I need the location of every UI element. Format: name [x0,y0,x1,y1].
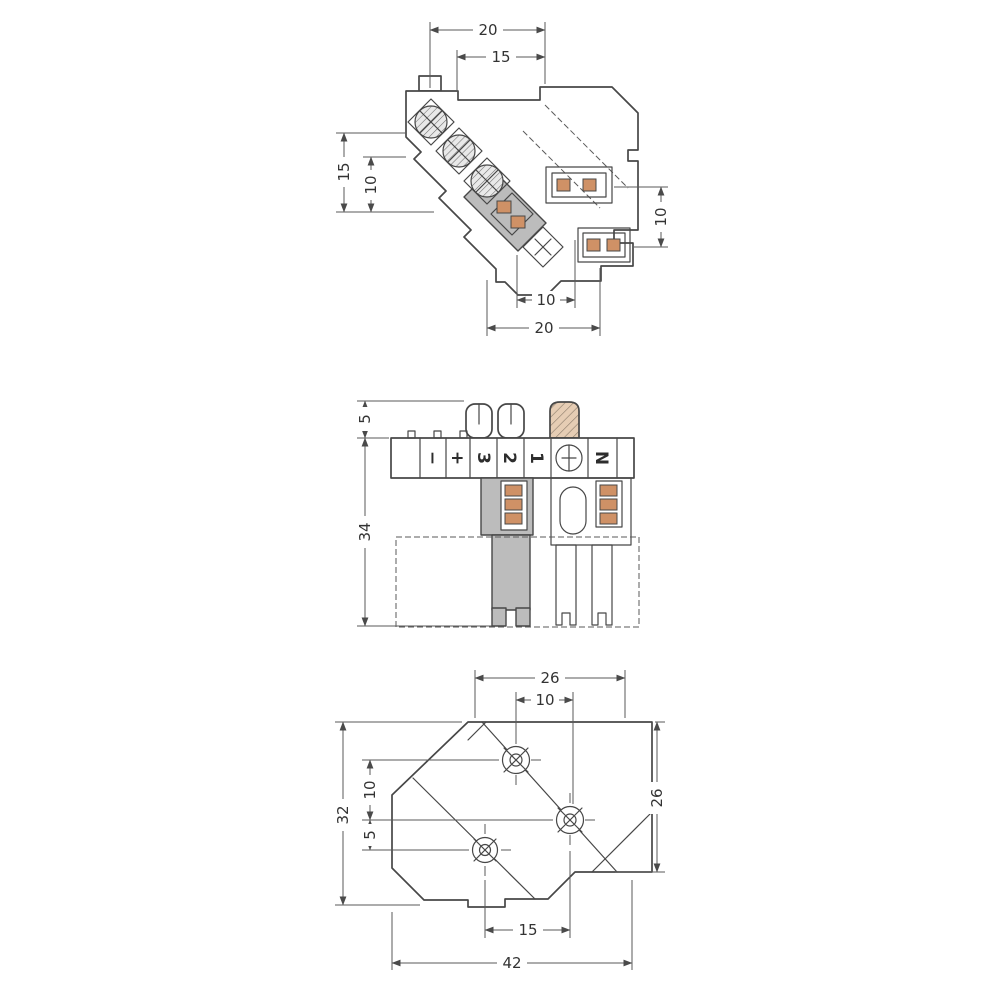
terminal-label-2: 2 [499,452,519,464]
dimension-label: 26 [540,669,559,687]
dim-5-left: 5 [361,819,464,851]
screw-head-icon [555,444,583,472]
clamp-lever [549,401,580,439]
dimension-label: 20 [534,319,553,337]
dim-20-bottom: 20 [486,268,601,337]
left-contact-leg [480,477,534,627]
dimension-label: 10 [361,780,379,799]
dim-10-right: 10 [614,186,670,248]
contact-point [504,498,523,511]
front-view-part: − + 3 2 1 N [390,401,640,628]
dim-10-top: 10 [515,691,574,804]
terminal-label-N: N [591,451,611,465]
contact-point [599,484,618,497]
strip-nub [407,430,416,439]
latch-clip-2 [497,403,525,439]
right-socket-block [550,477,632,626]
dimension-label: 15 [335,162,353,181]
dim-32-left: 32 [334,721,462,906]
contact-point [556,178,571,192]
contact-point [504,484,523,497]
dim-26-top: 26 [474,669,626,718]
clamp-housing [463,157,511,205]
dimension-label: 10 [536,291,555,309]
foot-prong [555,544,577,626]
screw-hole-b [543,793,597,847]
clamp-housing [435,127,483,175]
dim-42-bottom: 42 [391,880,633,972]
strip-nub [433,430,442,439]
screw-clamp-1 [407,98,455,146]
contact-point [586,238,601,252]
screw-clamp-2 [435,127,483,175]
dim-15-left: 15 [335,132,434,213]
top-view: 20 15 15 10 10 [335,21,670,337]
dim-34-left: 34 [356,437,497,627]
dim-15-top: 15 [456,48,546,92]
latch-clip-1 [465,403,493,439]
contact-point [599,498,618,511]
contact-point [504,512,523,525]
dim-26-right: 26 [615,721,666,873]
dimension-label: 32 [334,805,352,824]
top-view-part [405,75,639,296]
dimension-label: 10 [362,175,380,194]
contact-point [599,512,618,525]
terminal-label-minus: − [422,451,442,465]
terminal-label-plus: + [447,451,467,465]
dim-5-left: 5 [356,400,464,439]
dimension-label: 5 [361,830,379,840]
clamp-housing [407,98,455,146]
dim-10-bottom: 10 [516,240,576,309]
dimension-label: 10 [652,207,670,226]
dimension-label: 42 [502,954,521,972]
clamp-frame [577,227,631,263]
front-view: 5 34 [356,400,640,628]
screw-hole-c [459,824,511,876]
hidden-edge-line [522,130,601,209]
strip-nub [459,430,468,439]
corner-line [467,721,487,741]
bottom-view: 26 10 32 10 5 [334,669,666,972]
contact-point [510,215,526,229]
contact-point [496,200,512,214]
chamfer-line [591,811,653,873]
dimension-label: 34 [356,522,374,541]
dim-15-bottom: 15 [484,851,571,939]
foot-prong [515,607,531,627]
dimension-label: 10 [535,691,554,709]
ridge-line [481,721,618,873]
contact-pair-center [490,192,534,236]
dimension-label: 15 [518,921,537,939]
screw-clamp-3 [463,157,511,205]
dimension-label: 20 [478,21,497,39]
dimension-label: 26 [648,788,666,807]
dimension-label: 15 [491,48,510,66]
hidden-outline [395,536,640,628]
dim-10-left: 10 [362,156,406,213]
terminal-cell-dividers [419,437,618,479]
contact-point [606,238,621,252]
terminal-strip [390,437,635,479]
clamp-unit-right-top [545,166,613,204]
bottom-view-part [391,721,653,908]
hidden-edge-line [544,104,629,189]
foot-prong [591,544,613,626]
terminal-label-3: 3 [473,452,493,464]
dimension-label: 5 [356,414,374,424]
mounting-slot [559,486,587,535]
terminal-label-1: 1 [526,452,546,464]
dim-10-left: 10 [361,759,548,821]
foot-prong [491,607,507,627]
screw-hole-a [489,733,543,787]
clamp-unit-right-bottom [577,227,631,263]
clamp-frame [545,166,613,204]
dim-20-top: 20 [429,21,546,88]
center-socket-opening [522,226,564,268]
contact-point [582,178,597,192]
